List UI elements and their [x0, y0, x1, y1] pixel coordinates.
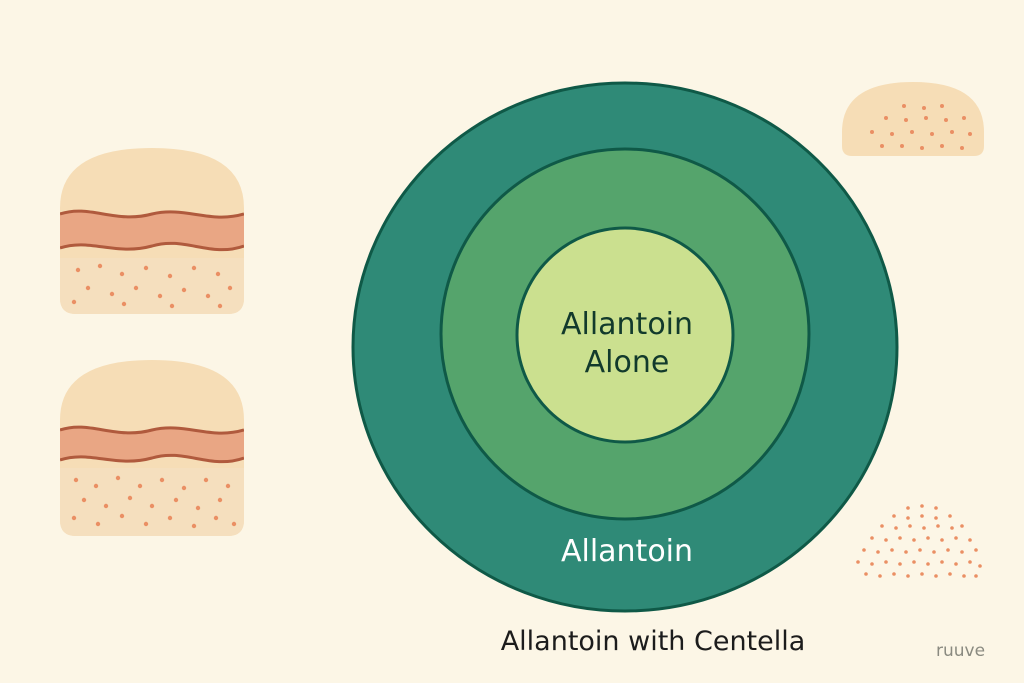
outer-ring-label: Allantoin [560, 534, 694, 569]
skin-layers-icon [60, 360, 244, 536]
dot-pattern-icon [856, 504, 982, 578]
diagram-caption: Allantoin with Centella [500, 626, 806, 657]
skin-layers-icon [60, 148, 244, 314]
watermark: ruuve [936, 641, 986, 661]
concentric-rings [351, 81, 899, 613]
inner-circle-label: Allantoin Alone [560, 307, 694, 380]
skin-dome-icon [842, 82, 984, 156]
inner-circle [515, 226, 735, 444]
